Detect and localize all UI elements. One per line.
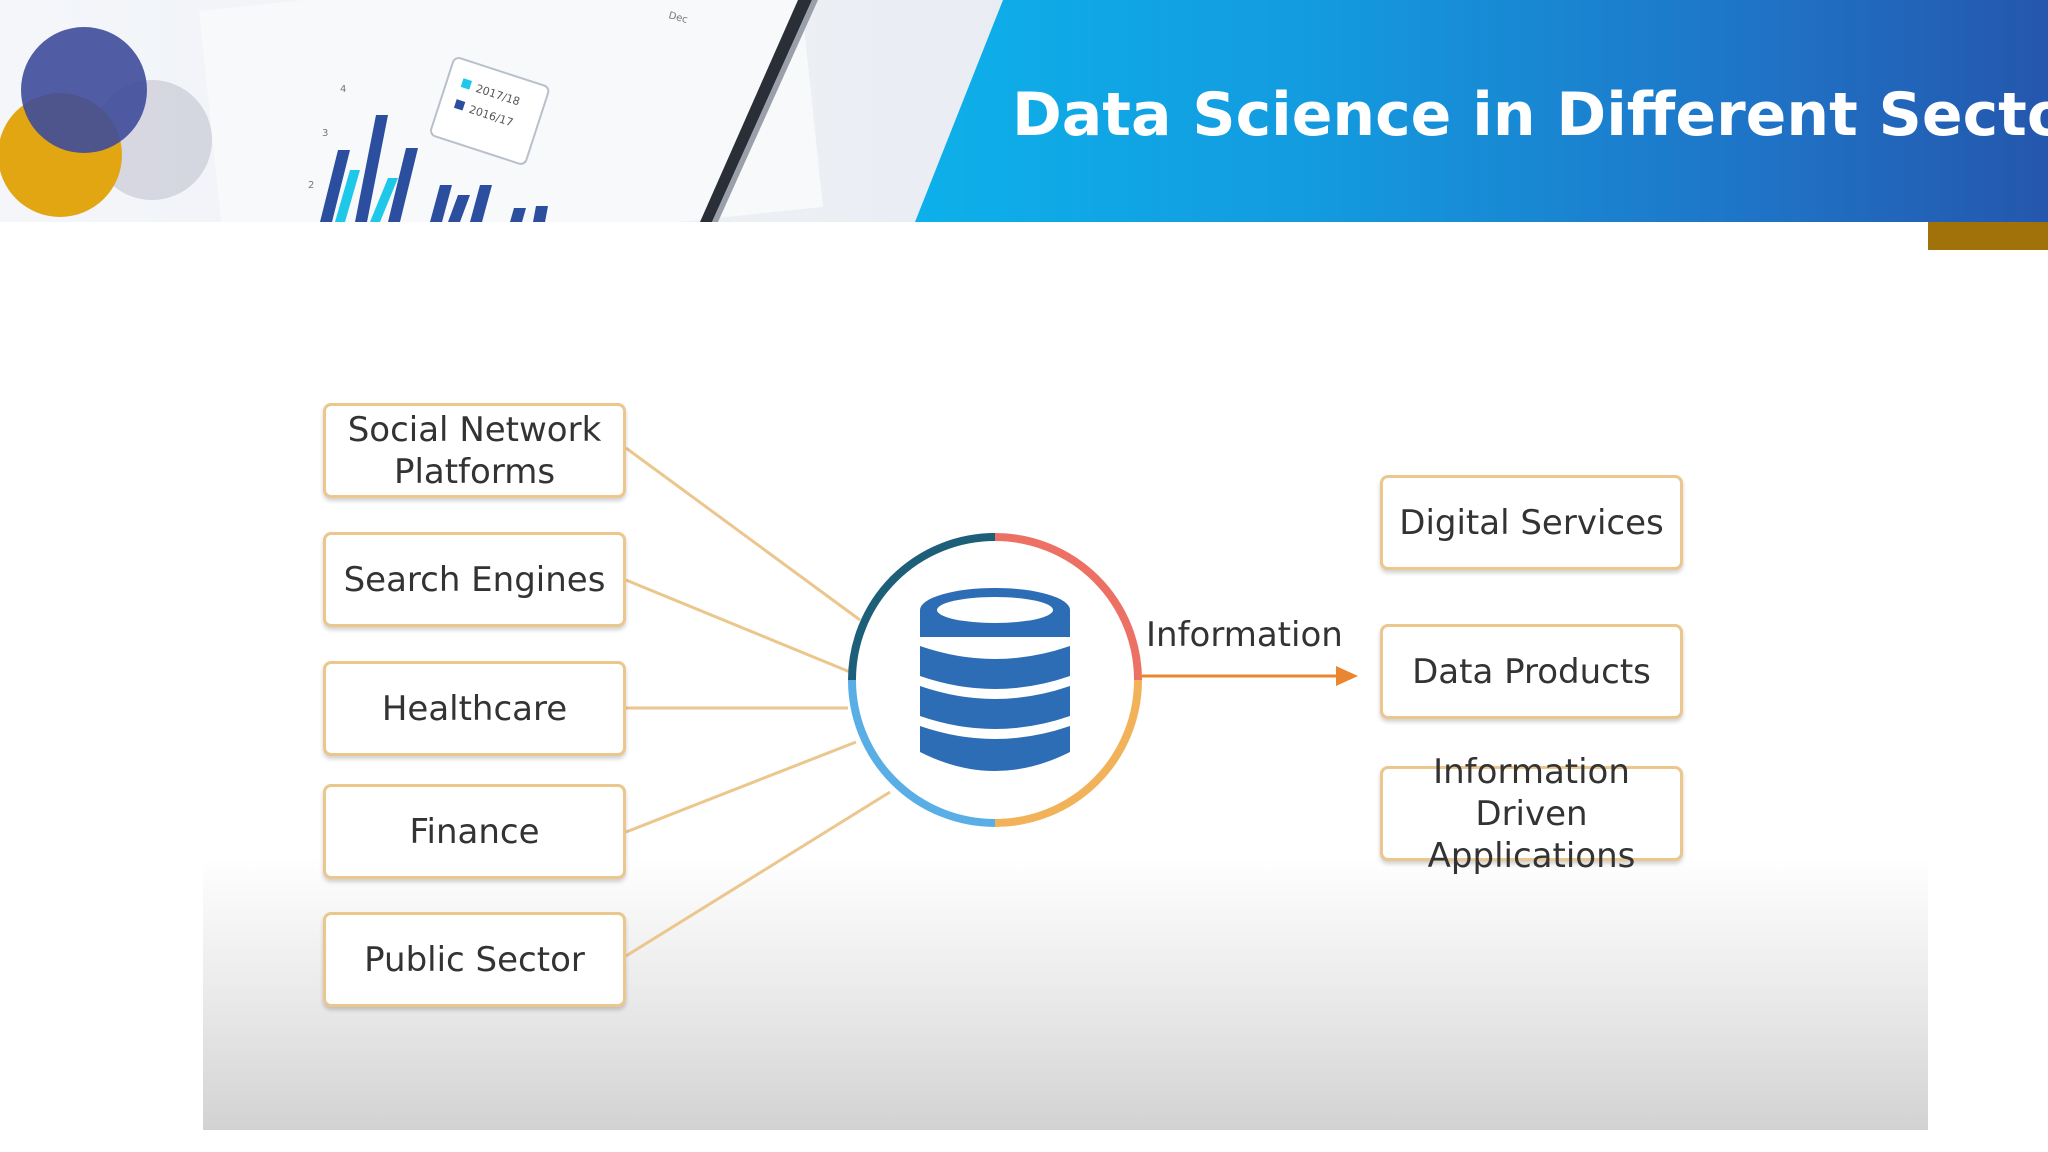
output-box-information-driven-applications: Information Driven Applications [1380,752,1683,876]
hub-ring [848,533,1142,827]
gold-accent-strip [1928,222,2048,250]
source-box-social-network: Social Network Platforms [323,403,626,498]
connector-social [625,446,861,622]
slide-title: Data Science in Different Sectors [1012,80,2048,150]
source-box-finance: Finance [323,784,626,879]
information-label: Information [1146,615,1343,655]
svg-text:2: 2 [308,180,314,191]
connector-search [625,578,851,674]
legend-bubble: 2017/18 2016/17 [430,57,550,165]
svg-text:3: 3 [322,128,328,139]
source-box-search-engines: Search Engines [323,532,626,627]
output-box-digital-services: Digital Services [1380,475,1683,570]
information-arrow [1140,666,1358,686]
database-icon [920,588,1070,771]
title-banner [915,0,2048,222]
chart-art-illustration: 4 3 2 2017/18 2016/17 Dec [0,0,823,222]
connector-finance [625,740,857,834]
pen-decoration [700,0,812,222]
decorative-bars [320,115,548,222]
source-box-public-sector: Public Sector [323,912,626,1007]
navy-circle [21,27,147,153]
connector-public-sector [625,790,891,958]
output-box-data-products: Data Products [1380,624,1683,719]
header-artwork: 4 3 2 2017/18 2016/17 Dec [0,0,1010,222]
svg-text:4: 4 [340,84,346,95]
source-box-healthcare: Healthcare [323,661,626,756]
svg-text:Dec: Dec [667,10,689,26]
